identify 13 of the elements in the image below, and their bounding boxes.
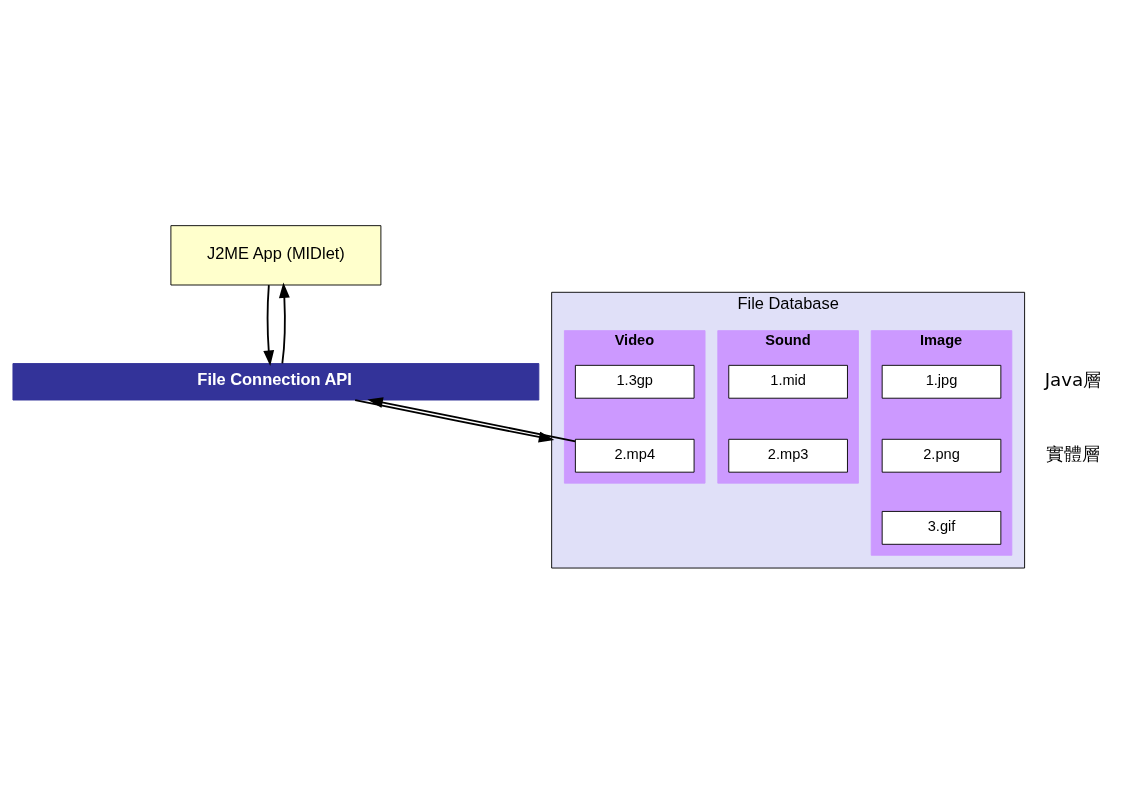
node-box: 2.mp4 [574, 438, 695, 473]
arrow [263, 283, 275, 366]
node-box: 1.mid [728, 364, 848, 399]
node-box: 2.png [881, 438, 1002, 473]
node-box: 2.mp3 [728, 438, 848, 473]
node-box: File Connection API [12, 362, 540, 400]
label: Java層 [1044, 368, 1102, 390]
node-box: J2ME App (MIDlet) [170, 224, 382, 285]
arrow [278, 281, 290, 364]
node-box: 3.gif [881, 510, 1002, 545]
node-box: 1.3gp [574, 364, 695, 399]
label: 實體層 [1045, 442, 1100, 464]
node-box: 1.jpg [881, 364, 1002, 399]
